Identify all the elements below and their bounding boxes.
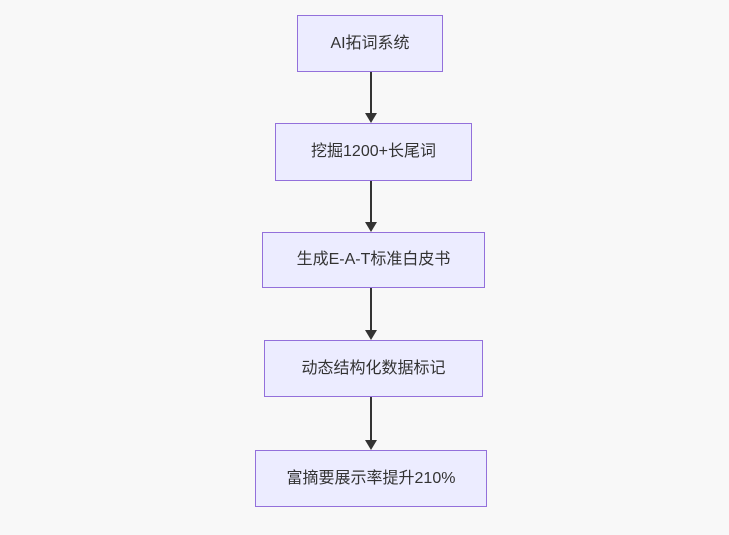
flow-arrow-4 — [365, 397, 377, 450]
arrow-line — [370, 288, 372, 330]
flow-node-longtail-keywords: 挖掘1200+长尾词 — [275, 123, 472, 181]
arrow-head-icon — [365, 222, 377, 232]
arrow-line — [370, 397, 372, 440]
flow-node-rich-snippet-rate: 富摘要展示率提升210% — [255, 450, 487, 507]
flow-node-ai-keyword-system: AI拓词系统 — [297, 15, 443, 72]
arrow-head-icon — [365, 440, 377, 450]
flow-arrow-2 — [365, 181, 377, 232]
arrow-line — [370, 181, 372, 222]
flow-arrow-3 — [365, 288, 377, 340]
flow-arrow-1 — [365, 72, 377, 123]
arrow-head-icon — [365, 330, 377, 340]
flow-node-structured-data-markup: 动态结构化数据标记 — [264, 340, 483, 397]
arrow-line — [370, 72, 372, 113]
flow-node-eat-whitepaper: 生成E-A-T标准白皮书 — [262, 232, 485, 288]
arrow-head-icon — [365, 113, 377, 123]
